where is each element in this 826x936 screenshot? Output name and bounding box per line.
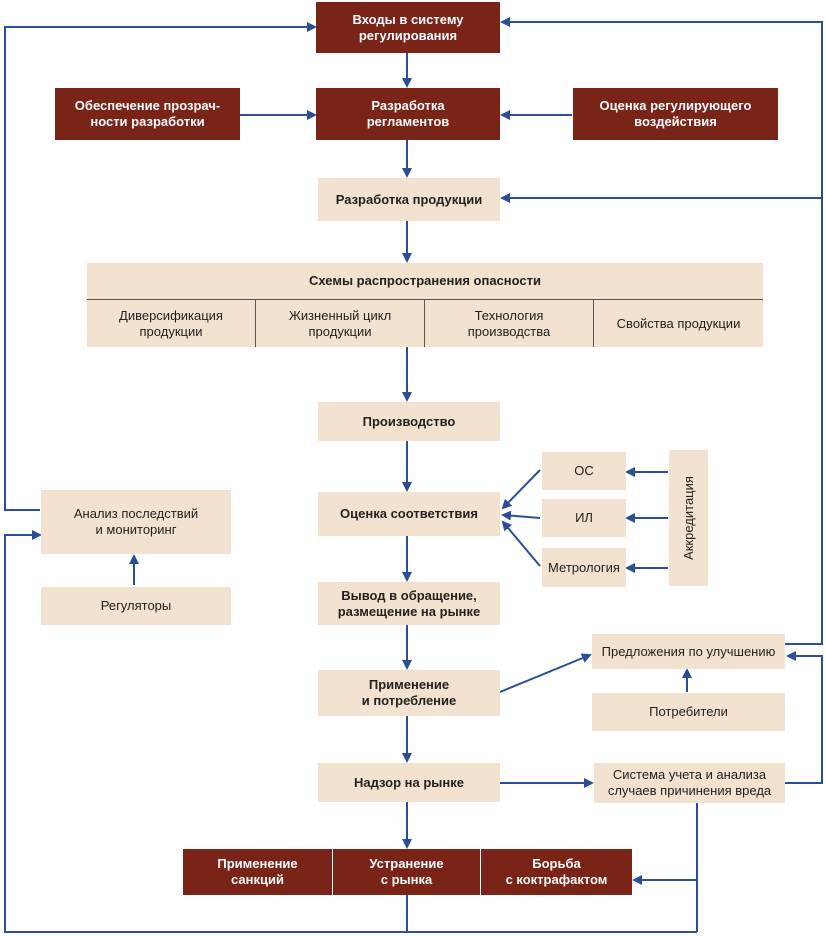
arrow-harm-to-proposals bbox=[785, 651, 823, 784]
product-development-node: Разработка продукции bbox=[318, 178, 500, 221]
arrow-measures-to-analysis bbox=[4, 530, 408, 933]
scheme-column: Технология производства bbox=[425, 300, 594, 347]
conformity-node: Оценка соответствия bbox=[318, 492, 500, 536]
impact-assessment-node: Оценка регулирующего воздействия bbox=[573, 88, 778, 140]
hazard-schemes-title: Схемы распространения опасности bbox=[308, 273, 541, 288]
regulations-node: Разработка регламентов bbox=[316, 88, 500, 140]
production-node: Производство bbox=[318, 402, 500, 441]
inputs-node: Входы в систему регулирования bbox=[316, 2, 500, 53]
arrow-os-to-conformity bbox=[501, 469, 541, 510]
analysis-node: Анализ последствий и мониторинг bbox=[41, 490, 231, 554]
surveillance-node: Надзор на рынке bbox=[318, 763, 500, 802]
market-release-node: Вывод в обращение, размещение на рынке bbox=[318, 582, 500, 625]
removal-node: Устранение с рынка bbox=[333, 849, 481, 895]
counterfeit-node: Борьба с коктрафактом bbox=[481, 849, 632, 895]
use-node: Применение и потребление bbox=[318, 670, 500, 716]
scheme-column: Свойства продукции bbox=[616, 315, 741, 331]
arrow-use-to-proposals bbox=[499, 653, 592, 693]
il-node: ИЛ bbox=[542, 499, 626, 537]
metrology-node: Метрология bbox=[542, 548, 626, 587]
arrow-harm-to-counterfeit bbox=[632, 802, 698, 885]
scheme-column: Жизненный цикл продукции bbox=[256, 300, 425, 347]
os-node: ОС bbox=[542, 452, 626, 490]
arrow-metrology-to-conformity bbox=[501, 520, 541, 567]
arrow-analysis-to-inputs bbox=[4, 22, 317, 511]
arrow-il-to-conformity bbox=[501, 510, 541, 521]
arrow-proposals-to-inputs bbox=[500, 17, 823, 645]
sanctions-node: Применение санкций bbox=[183, 849, 333, 895]
transparency-node: Обеспечение прозрач- ности разработки bbox=[55, 88, 240, 140]
divider bbox=[87, 299, 763, 300]
accreditation-label: Аккредитация bbox=[680, 476, 696, 560]
regulators-node: Регуляторы bbox=[41, 587, 231, 625]
accreditation-node: Аккредитация bbox=[669, 450, 708, 586]
scheme-column: Диверсификация продукции bbox=[87, 300, 256, 347]
proposals-node: Предложения по улучшению bbox=[592, 634, 785, 669]
hazard-schemes-block: Схемы распространения опасности Диверсиф… bbox=[87, 263, 763, 347]
harm-system-node: Система учета и анализа случаев причинен… bbox=[594, 763, 785, 803]
consumers-node: Потребители bbox=[592, 693, 785, 731]
